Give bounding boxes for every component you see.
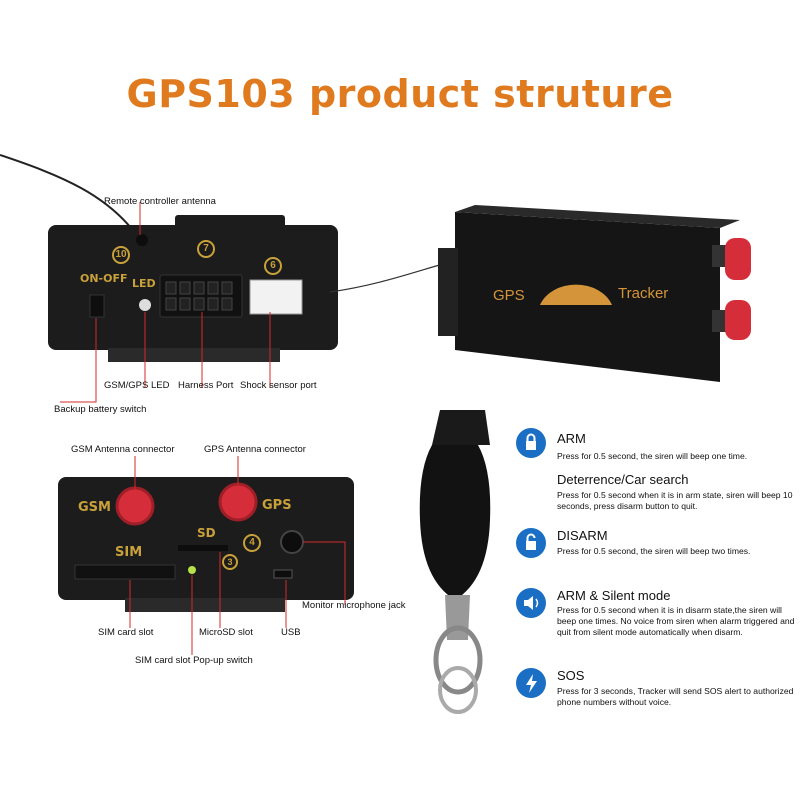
feature-deterrence-desc: Press for 0.5 second when it is in arm s… — [557, 490, 793, 511]
feature-sos-title: SOS — [557, 668, 585, 683]
gsm-gps-led-label: GSM/GPS LED — [104, 380, 170, 391]
gsm-antenna-label: GSM Antenna connector — [71, 444, 175, 455]
led-marking: LED — [132, 277, 156, 290]
remote-antenna-label: Remote controller antenna — [104, 196, 216, 207]
port-6-marking: 6 — [264, 257, 282, 275]
feature-silent-desc: Press for 0.5 second when it is in disar… — [557, 605, 795, 637]
usb-label: USB — [281, 627, 301, 638]
tracker-brand-text: Tracker — [618, 285, 669, 302]
feature-disarm-title: DISARM — [557, 528, 608, 543]
feature-silent-title: ARM & Silent mode — [557, 588, 671, 603]
backup-battery-label: Backup battery switch — [54, 404, 147, 415]
tracker-antenna-cap-icon — [725, 238, 751, 280]
gsm-antenna-connector-icon — [115, 486, 155, 526]
gsm-marking: GSM — [78, 500, 111, 515]
sd-marking: SD — [197, 526, 216, 540]
page-title: GPS103 product struture — [126, 72, 674, 116]
gps-antenna-connector-icon — [218, 482, 258, 522]
sim-marking: SIM — [115, 545, 143, 560]
sim-slot-label: SIM card slot — [98, 627, 154, 638]
unlock-icon — [516, 528, 546, 558]
harness-port-label: Harness Port — [178, 380, 234, 391]
port-7-marking: 7 — [197, 240, 215, 258]
feature-sos-desc: Press for 3 seconds, Tracker will send S… — [557, 686, 794, 707]
port-10-marking: 10 — [112, 246, 130, 264]
sim-popup-label: SIM card slot Pop-up switch — [135, 655, 253, 666]
feature-disarm-desc: Press for 0.5 second, the siren will bee… — [557, 546, 751, 556]
feature-deterrence-title: Deterrence/Car search — [557, 472, 689, 487]
lightning-icon — [516, 668, 546, 698]
feature-arm-title: ARM — [557, 431, 586, 446]
tracker-gps-text: GPS — [493, 287, 525, 304]
feature-arm-desc: Press for 0.5 second, the siren will bee… — [557, 451, 748, 461]
microsd-slot-label: MicroSD slot — [199, 627, 253, 638]
key-fob-icon — [419, 445, 491, 600]
monitor-mic-label: Monitor microphone jack — [302, 600, 406, 611]
shock-sensor-label: Shock sensor port — [240, 380, 317, 391]
on-off-marking: ON-OFF — [80, 272, 128, 285]
tracker-logo-icon — [540, 284, 612, 305]
gps-marking: GPS — [262, 498, 292, 513]
lock-icon — [516, 428, 546, 458]
speaker-icon — [516, 588, 546, 618]
port-4-marking: 4 — [243, 534, 261, 552]
port-3-marking: 3 — [222, 554, 238, 570]
gps-antenna-label: GPS Antenna connector — [204, 444, 306, 455]
